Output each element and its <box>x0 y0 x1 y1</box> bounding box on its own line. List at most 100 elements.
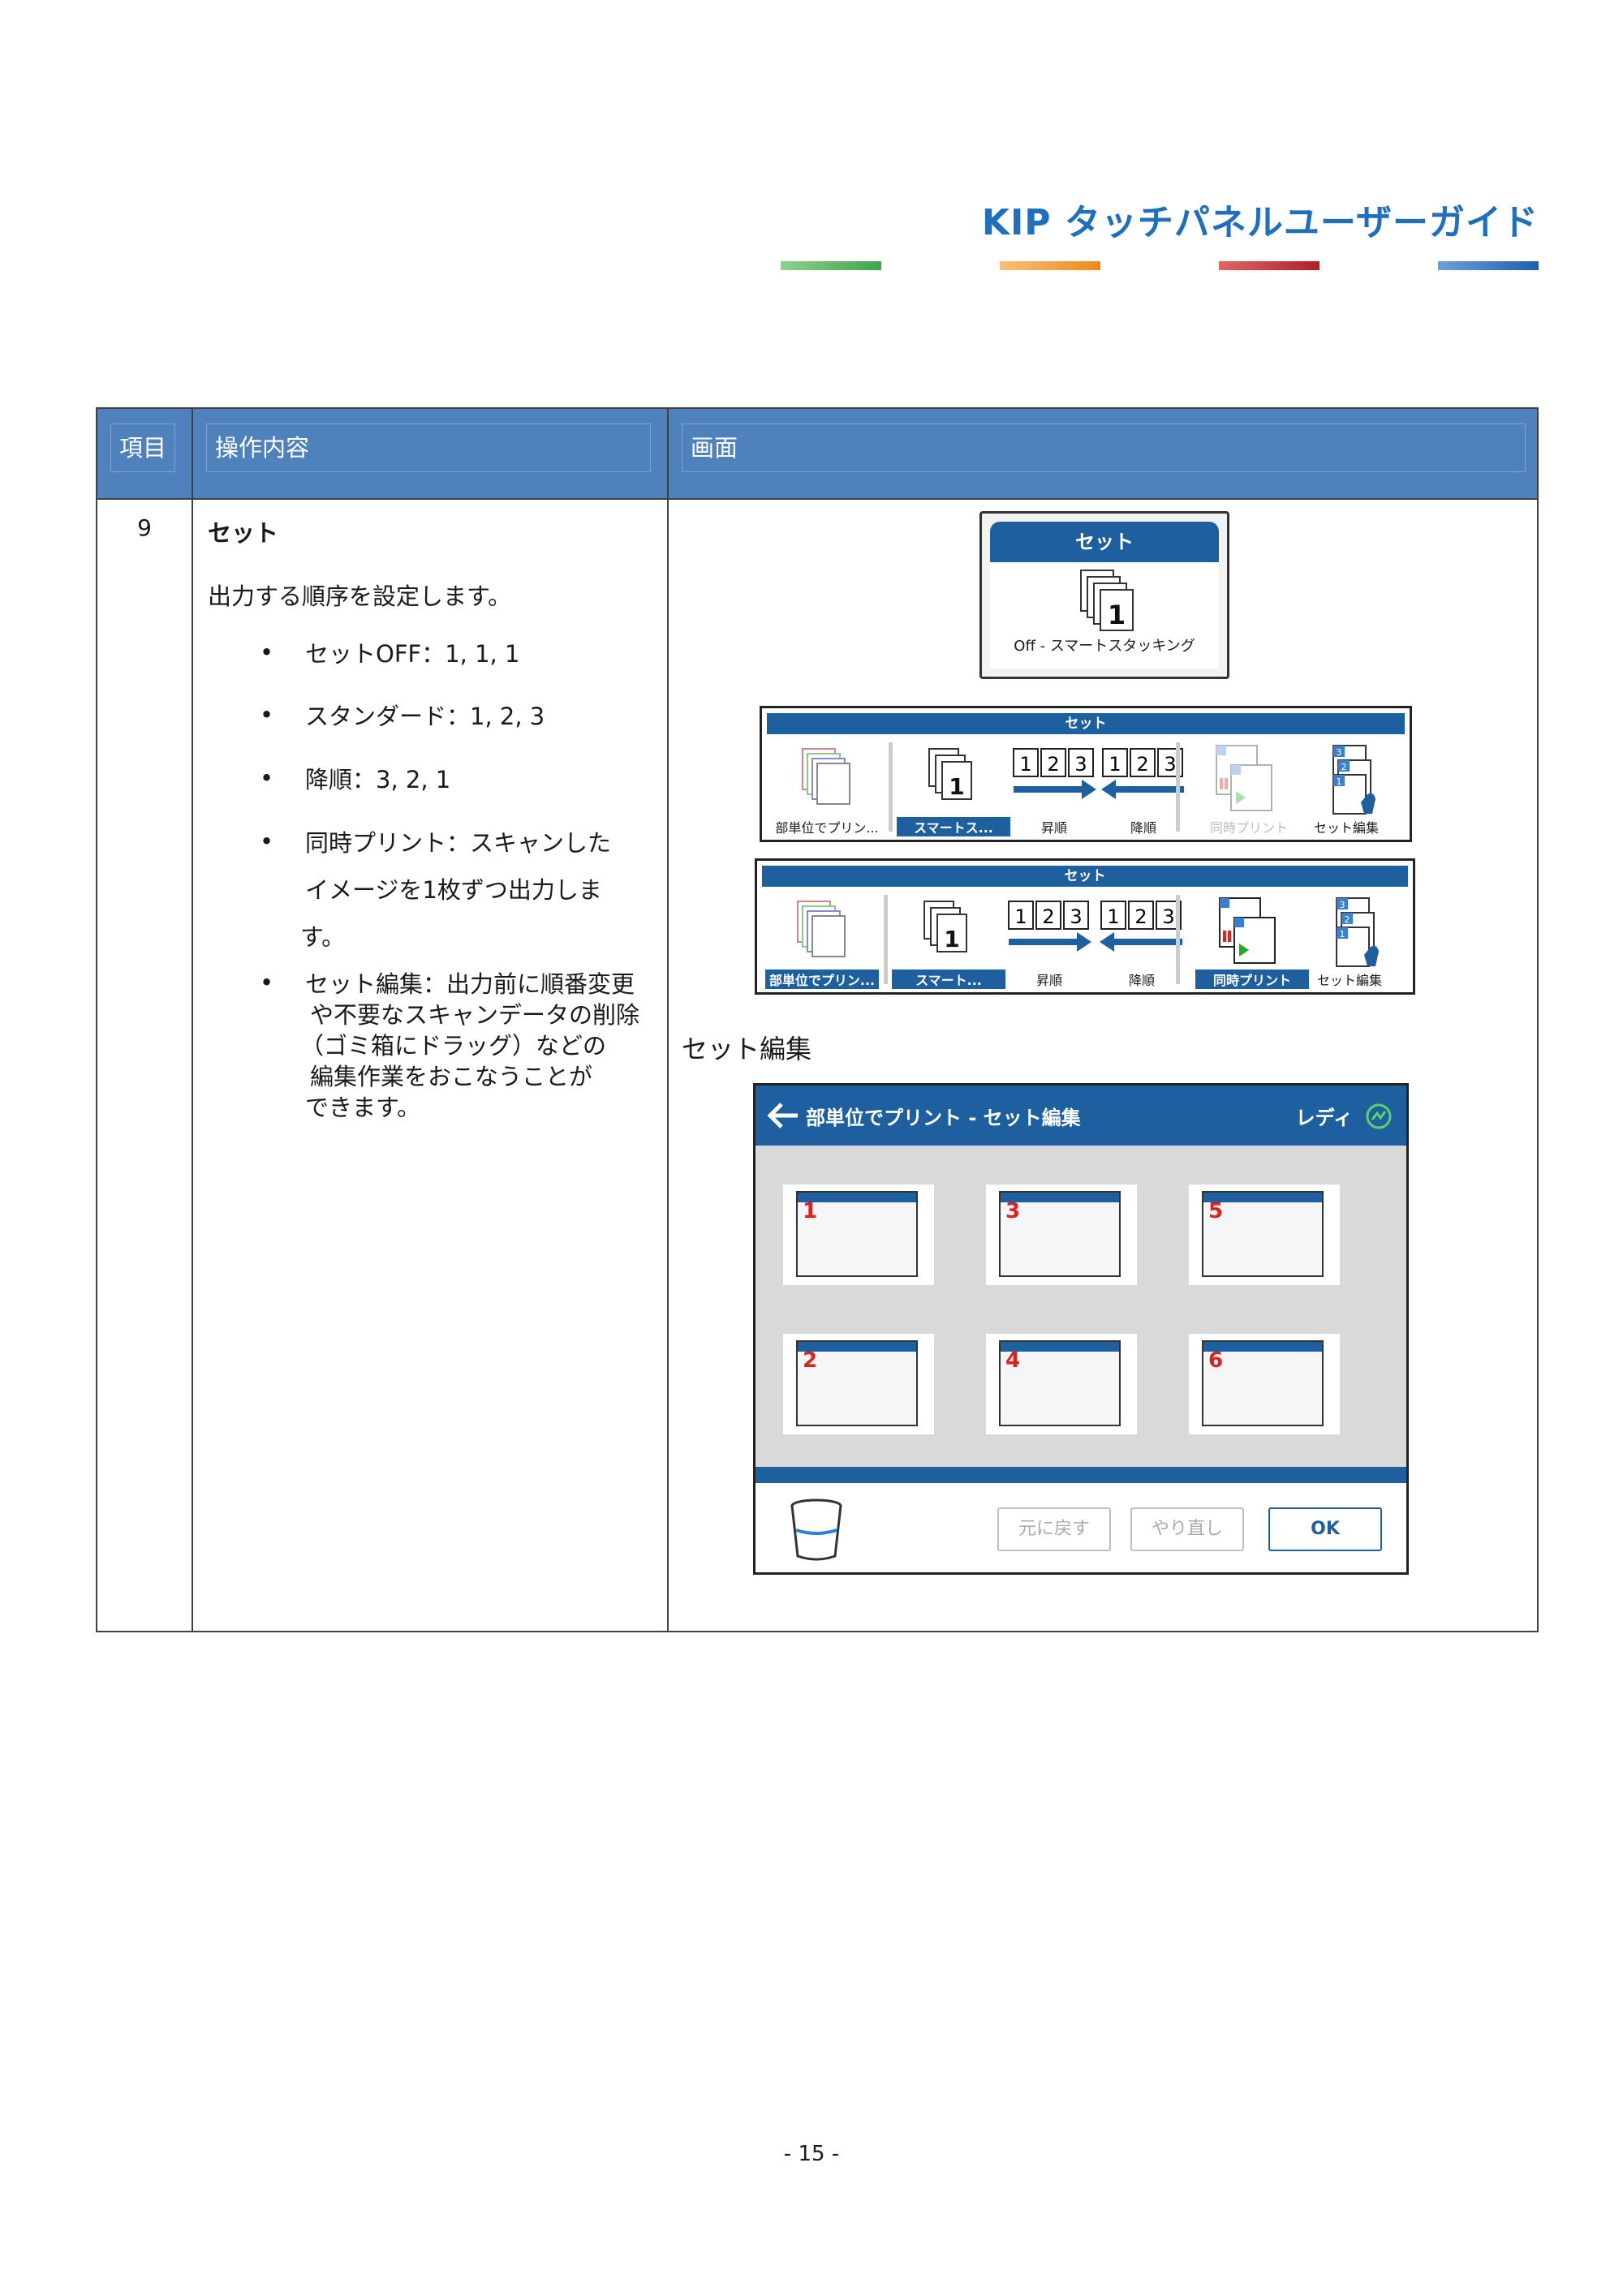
order-digit: 3 <box>1070 905 1082 928</box>
order-digit: 1 <box>1107 905 1119 928</box>
operation-description: 出力する順序を設定します。 <box>208 583 512 610</box>
stack-pages-icon: 1 <box>928 748 972 800</box>
stack-digit: 3 <box>1340 900 1345 910</box>
ready-status-icon <box>1366 1103 1392 1129</box>
stack-number: 1 <box>949 773 964 800</box>
divider-bar <box>756 1467 1406 1483</box>
bullet-text: 編集作業をおこなうことが <box>310 1063 593 1090</box>
back-arrow-icon[interactable] <box>767 1102 799 1129</box>
header-screen: 画面 <box>682 424 1526 472</box>
set-edit-footer: 元に戻す やり直し OK <box>756 1483 1406 1572</box>
bullet-text: や不要なスキャンデータの削除 <box>310 1001 640 1029</box>
stack-digit: 1 <box>1337 776 1342 787</box>
order-digit: 1 <box>1019 753 1031 776</box>
set-edit-button[interactable]: 3 2 1 セット編集 <box>1301 893 1398 991</box>
set-edit-icon: 3 2 1 <box>1332 745 1375 815</box>
bullet-icon: • <box>260 638 274 666</box>
order-digit: 2 <box>1042 905 1054 928</box>
collate-pages-icon <box>797 901 846 957</box>
set-edit-title: 部単位でプリント - セット編集 <box>806 1107 1081 1129</box>
tool-label: 同時プリント <box>1195 970 1309 989</box>
order-digit: 3 <box>1074 753 1087 776</box>
thumbnail-order: 2 <box>803 1348 818 1373</box>
screen-caption: セット編集 <box>682 1034 812 1064</box>
collate-pages-icon <box>802 748 850 805</box>
set-button-screenshot: セット 1 Off - スマートスタッキング <box>979 511 1229 679</box>
simultaneous-print-button[interactable]: 同時プリント <box>1195 893 1309 991</box>
accent-bar-orange <box>1000 261 1100 270</box>
stack-pages-icon: 1 <box>923 901 967 952</box>
thumbnail-order: 5 <box>1208 1199 1224 1223</box>
row-number: 9 <box>137 514 152 541</box>
collate-print-button[interactable]: 部単位でプリン... <box>775 741 879 838</box>
document-title: KIP タッチパネルユーザーガイド <box>981 202 1539 243</box>
collate-print-button[interactable]: 部単位でプリン... <box>765 893 879 991</box>
order-digit: 1 <box>1014 905 1027 928</box>
bullet-text: 降順：3, 2, 1 <box>305 766 451 793</box>
thumbnail-order: 3 <box>1005 1199 1021 1223</box>
redo-button[interactable]: やり直し <box>1130 1507 1244 1551</box>
stack-digit: 2 <box>1341 762 1347 772</box>
divider <box>884 895 888 984</box>
page-thumbnail[interactable]: 6 <box>1189 1334 1340 1434</box>
order-digit: 3 <box>1164 753 1176 776</box>
smart-stacking-button[interactable]: 1 スマートス... <box>897 741 1010 838</box>
bullet-text: できます。 <box>305 1094 421 1121</box>
divider <box>889 742 893 832</box>
ok-button[interactable]: OK <box>1268 1507 1382 1551</box>
tool-label: 部単位でプリン... <box>775 820 879 836</box>
tool-label: 昇順 <box>1040 820 1067 836</box>
tool-label: 降順 <box>1128 973 1155 988</box>
bullet-icon: • <box>260 969 274 996</box>
header-operation: 操作内容 <box>206 424 651 472</box>
page-thumbnail[interactable]: 1 <box>783 1185 934 1285</box>
thumbnail-order: 6 <box>1208 1348 1224 1373</box>
column-divider <box>667 409 669 1631</box>
bullet-text: セット編集：出力前に順番変更 <box>305 970 635 998</box>
page-thumbnail[interactable]: 5 <box>1189 1185 1340 1285</box>
stack-digit: 2 <box>1345 914 1350 925</box>
stack-digit: 1 <box>1340 929 1345 939</box>
tool-label: スマートス... <box>897 817 1010 836</box>
column-divider <box>192 409 193 1631</box>
set-edit-header: 部単位でプリント - セット編集 レディ <box>756 1086 1406 1146</box>
bullet-text: （ゴミ箱にドラッグ）などの <box>300 1032 607 1060</box>
set-edit-icon: 3 2 1 <box>1336 897 1379 967</box>
divider <box>1176 895 1180 984</box>
page-thumbnail[interactable]: 2 <box>783 1334 934 1434</box>
stack-number: 1 <box>944 926 959 952</box>
divider <box>1176 742 1180 832</box>
smart-stacking-button[interactable]: 1 スマート... <box>892 893 1005 991</box>
header-item: 項目 <box>110 424 175 472</box>
thumbnail-order: 1 <box>803 1199 818 1223</box>
bullet-text: 同時プリント：スキャンした <box>305 829 612 857</box>
undo-button[interactable]: 元に戻す <box>997 1507 1111 1551</box>
operation-title: セット <box>208 519 279 547</box>
set-edit-button[interactable]: 3 2 1 セット編集 <box>1298 741 1395 838</box>
toolbar-title: セット <box>767 713 1405 734</box>
page-thumbnail[interactable]: 3 <box>986 1185 1137 1285</box>
page-thumbnail[interactable]: 4 <box>986 1334 1137 1434</box>
accent-bar-green <box>781 261 881 270</box>
order-digit: 2 <box>1136 753 1148 776</box>
stack-pages-icon: 1 <box>1080 570 1134 631</box>
simultaneous-print-button[interactable]: 同時プリント <box>1200 741 1298 838</box>
tool-label: 降順 <box>1130 820 1156 836</box>
order-digit: 2 <box>1134 905 1147 928</box>
instruction-table: 項目 操作内容 画面 9 セット 出力する順序を設定します。 • セットOFF：… <box>96 407 1539 1632</box>
trash-bin-icon[interactable] <box>788 1498 845 1561</box>
tool-label: 同時プリント <box>1209 820 1288 836</box>
bullet-icon: • <box>260 828 274 855</box>
accent-bar-red <box>1219 261 1319 270</box>
toolbar-title: セット <box>762 866 1408 887</box>
set-edit-screen: 部単位でプリント - セット編集 レディ 1 3 5 2 4 6 元に戻す やり… <box>753 1083 1409 1575</box>
simultaneous-print-icon <box>1219 897 1276 964</box>
